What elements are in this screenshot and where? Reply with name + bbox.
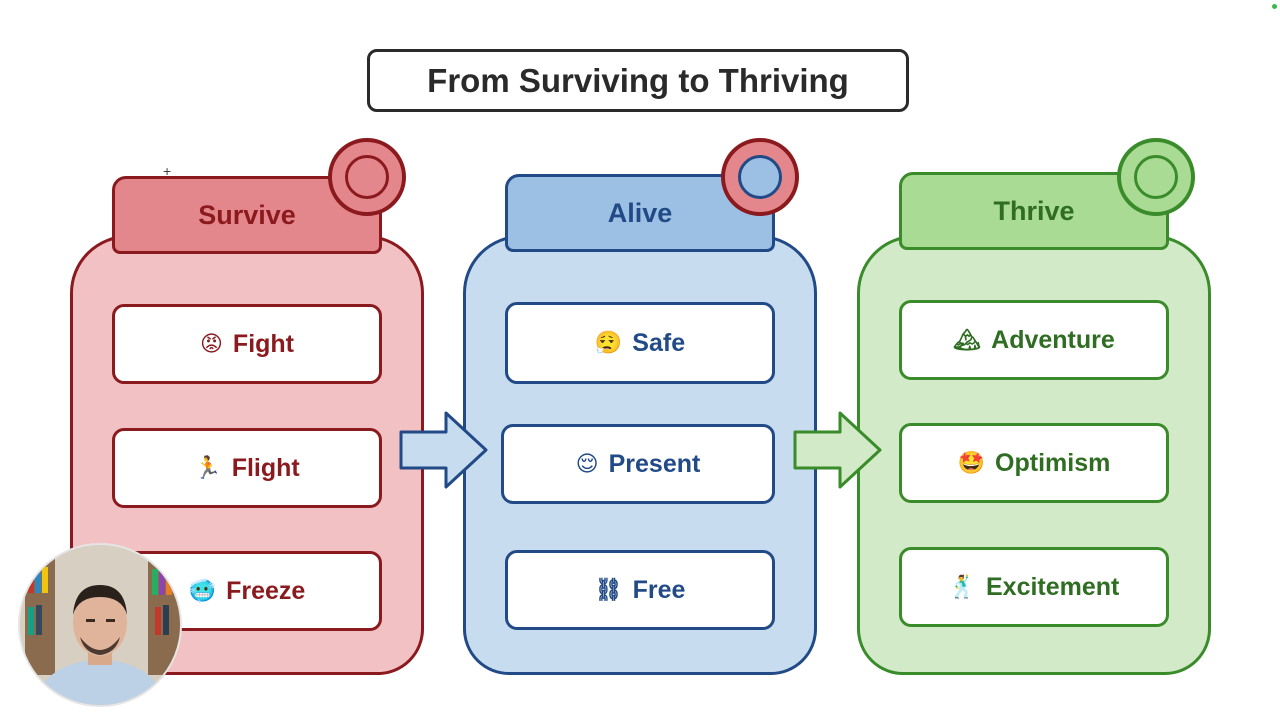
- cursor-crosshair-icon: +: [163, 163, 172, 179]
- dancing-person-icon: 🕺: [948, 574, 976, 600]
- item-label: Optimism: [995, 448, 1111, 477]
- item-safe: 😮‍💨 Safe: [505, 302, 775, 384]
- item-label: Adventure: [991, 325, 1115, 354]
- star-struck-face-icon: 🤩: [957, 450, 986, 476]
- item-free: ⛓ Free: [505, 550, 775, 630]
- presenter-webcam: [18, 543, 182, 707]
- survive-circle-badge-icon: [328, 138, 406, 216]
- item-fight: 😡 Fight: [112, 304, 382, 384]
- column-thrive: Thrive 🏔 Adventure 🤩 Optimism 🕺 Exciteme…: [857, 0, 1217, 720]
- item-label: Flight: [231, 453, 300, 482]
- column-survive: Survive 😡 Fight 🏃 Flight 🥶 Freeze: [70, 0, 430, 720]
- right-arrow-icon: [793, 411, 882, 489]
- item-label: Present: [608, 449, 701, 478]
- running-person-icon: 🏃: [194, 455, 222, 481]
- diagram-title: From Surviving to Thriving: [367, 49, 909, 112]
- item-adventure: 🏔 Adventure: [899, 300, 1169, 380]
- presenter-image: [20, 545, 180, 705]
- right-arrow-icon: [399, 411, 488, 489]
- item-label: Safe: [632, 328, 686, 357]
- mountain-icon: 🏔: [953, 327, 982, 353]
- item-label: Freeze: [226, 576, 306, 605]
- item-label: Fight: [232, 329, 295, 358]
- cold-face-icon: 🥶: [188, 578, 217, 604]
- broken-chain-icon: ⛓: [594, 577, 623, 603]
- status-dot-icon: [1272, 4, 1277, 9]
- alive-circle-badge-icon: [721, 138, 799, 216]
- item-label: Free: [632, 575, 686, 604]
- thrive-circle-badge-icon: [1117, 138, 1195, 216]
- item-flight: 🏃 Flight: [112, 428, 382, 508]
- item-excitement: 🕺 Excitement: [899, 547, 1169, 627]
- calm-face-icon: 😌: [575, 451, 599, 477]
- column-alive: Alive 😮‍💨 Safe 😌 Present ⛓ Free: [463, 0, 823, 720]
- item-optimism: 🤩 Optimism: [899, 423, 1169, 503]
- item-label: Excitement: [986, 572, 1120, 601]
- angry-face-icon: 😡: [199, 331, 223, 357]
- item-present: 😌 Present: [501, 424, 775, 504]
- relieved-face-icon: 😮‍💨: [594, 330, 623, 356]
